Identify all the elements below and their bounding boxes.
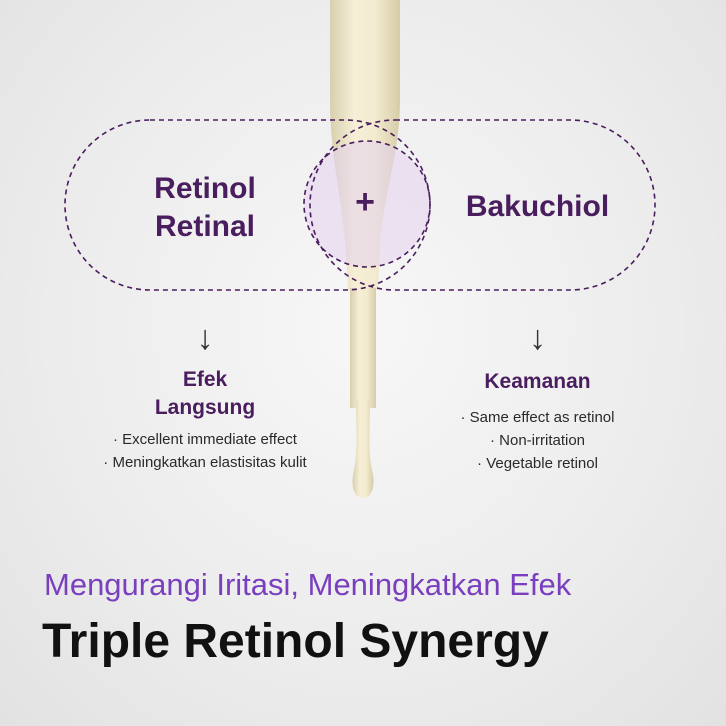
left-ingredient-labels: Retinol Retinal — [120, 170, 290, 246]
retinol-label: Retinol — [154, 172, 256, 205]
left-pill-outline — [64, 119, 431, 291]
right-bullet-list: · Same effect as retinol · Non-irritatio… — [430, 406, 645, 475]
plus-symbol: + — [355, 183, 375, 221]
list-item: · Vegetable retinol — [477, 455, 598, 472]
right-pill-outline — [309, 119, 656, 291]
retinal-label: Retinal — [154, 210, 256, 243]
oil-drop — [352, 400, 374, 498]
subtitle: Mengurangi Iritasi, Meningkatkan Efek — [44, 567, 572, 602]
list-item: · Same effect as retinol — [460, 409, 615, 426]
right-benefit-heading: Keamanan — [484, 370, 591, 393]
left-heading-line1: Efek — [182, 368, 228, 391]
left-bullet-list: · Excellent immediate effect · Meningkat… — [70, 428, 340, 474]
list-item: · Non-irritation — [489, 432, 586, 449]
left-heading-line2: Langsung — [154, 396, 256, 419]
dropper-tip — [350, 288, 376, 408]
left-benefit-heading: Efek Langsung — [70, 366, 340, 422]
list-item: · Meningkatkan elastisitas kulit — [103, 454, 307, 471]
left-benefit-column: ↓ Efek Langsung · Excellent immediate ef… — [70, 318, 340, 474]
arrow-down-icon: ↓ — [196, 319, 214, 357]
bakuchiol-label: Bakuchiol — [465, 190, 610, 223]
page-title: Triple Retinol Synergy — [42, 615, 549, 668]
right-benefit-column: ↓ Keamanan · Same effect as retinol · No… — [430, 318, 645, 475]
arrow-down-icon: ↓ — [529, 319, 546, 357]
list-item: · Excellent immediate effect — [113, 431, 297, 448]
